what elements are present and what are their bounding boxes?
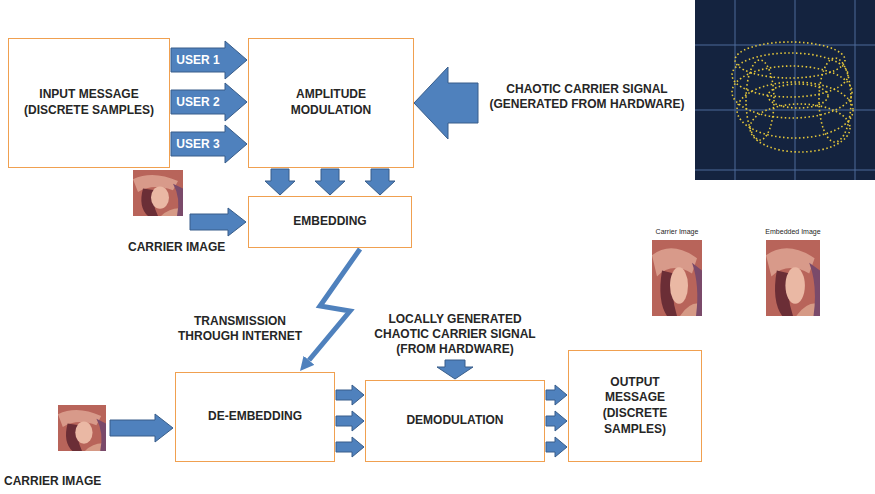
carrier-arrow (414, 67, 478, 139)
grid-line (855, 0, 856, 180)
block-arrow (336, 411, 364, 431)
attractor-loop (819, 58, 851, 142)
carrier-photo (652, 240, 702, 316)
block-arrow (265, 169, 295, 195)
block-arrow (171, 83, 247, 121)
signal-label: CHAOTIC CARRIER SIGNAL (GENERATED FROM H… (482, 82, 692, 112)
grid-line (795, 0, 796, 180)
box-text: DE-EMBEDDING (208, 409, 302, 425)
block-arrow (336, 385, 364, 405)
block-arrow (546, 385, 567, 405)
process-box: EMBEDDING (248, 196, 412, 248)
lightning-arrow (309, 249, 360, 360)
image-arrow (190, 208, 246, 236)
box-text: AMPLITUDE MODULATION (257, 87, 405, 118)
process-box: DE-EMBEDDING (175, 372, 335, 462)
grid-line (695, 110, 875, 111)
image-arrow (110, 414, 173, 442)
block-arrow (365, 169, 395, 195)
process-box: OUTPUT MESSAGE (DISCRETE SAMPLES) (568, 350, 702, 462)
edge-label: USER 1 (176, 53, 219, 68)
process-box: AMPLITUDE MODULATION (248, 38, 414, 168)
edge-label: TRANSMISSION THROUGH INTERNET (175, 314, 305, 344)
image-caption: Embedded Image (760, 228, 826, 237)
image-label: CARRIER IMAGE (128, 240, 248, 255)
embedded-photo (766, 240, 820, 316)
attractor-loop (732, 53, 848, 97)
image-label: CARRIER IMAGE (4, 474, 124, 489)
scope-screen (695, 0, 875, 180)
edge-label: USER 2 (176, 95, 219, 110)
block-arrow (546, 411, 567, 431)
oscilloscope-photo (695, 0, 875, 180)
carrier-arrow (437, 360, 473, 379)
box-text: EMBEDDING (293, 214, 366, 230)
image-caption: Carrier Image (647, 228, 707, 237)
grid-line (735, 0, 736, 180)
scope-grid (695, 0, 875, 180)
box-text: DEMODULATION (406, 413, 503, 429)
signal-label: LOCALLY GENERATED CHAOTIC CARRIER SIGNAL… (360, 312, 550, 357)
block-arrow (546, 437, 567, 457)
box-text: OUTPUT MESSAGE (DISCRETE SAMPLES) (579, 375, 691, 437)
attractor-loop (737, 82, 853, 138)
grid-line (695, 170, 875, 171)
carrier-photo (58, 405, 106, 451)
chaotic-attractor (732, 42, 853, 152)
attractor-loop (768, 84, 828, 108)
box-text: INPUT MESSAGE (DISCRETE SAMPLES) (15, 87, 163, 118)
block-arrow (315, 169, 345, 195)
process-box: DEMODULATION (365, 380, 545, 462)
block-arrow (171, 125, 247, 163)
attractor-loop (750, 104, 850, 152)
block-arrow (171, 41, 247, 79)
carrier-photo (133, 170, 183, 216)
process-box: INPUT MESSAGE (DISCRETE SAMPLES) (8, 38, 170, 168)
block-arrow (336, 437, 364, 457)
grid-line (695, 45, 875, 46)
edge-label: USER 3 (176, 137, 219, 152)
